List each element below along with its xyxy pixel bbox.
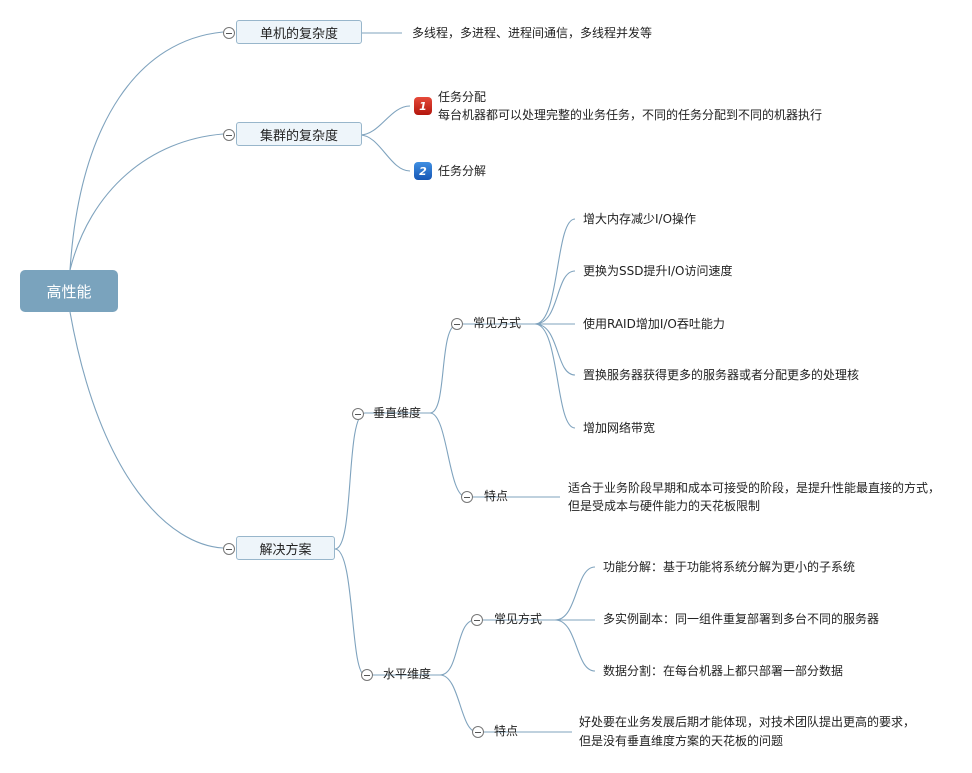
vertical-method-item: 使用RAID增加I/O吞吐能力 bbox=[583, 317, 725, 331]
priority-2-icon: 2 bbox=[414, 162, 432, 180]
vertical-method-item: 增加网络带宽 bbox=[583, 421, 656, 435]
node-cluster-complexity[interactable]: 集群的复杂度 bbox=[236, 122, 362, 146]
cluster-item-1-desc: 每台机器都可以处理完整的业务任务，不同的任务分配到不同的机器执行 bbox=[438, 108, 823, 122]
node-vertical[interactable]: 垂直维度 bbox=[373, 406, 422, 420]
collapse-toggle-vertical[interactable] bbox=[352, 408, 364, 420]
horizontal-method-item: 数据分割：在每台机器上都只部署一部分数据 bbox=[603, 664, 844, 678]
node-horizontal[interactable]: 水平维度 bbox=[383, 667, 432, 681]
node-horizontal-methods[interactable]: 常见方式 bbox=[494, 612, 543, 626]
priority-1-icon: 1 bbox=[414, 97, 432, 115]
vertical-features-line: 但是受成本与硬件能力的天花板限制 bbox=[568, 499, 761, 513]
collapse-toggle-horizontal-methods[interactable] bbox=[471, 614, 483, 626]
root-node[interactable]: 高性能 bbox=[20, 270, 118, 312]
node-horizontal-features[interactable]: 特点 bbox=[494, 724, 519, 738]
root-label: 高性能 bbox=[46, 282, 92, 301]
collapse-toggle-vertical-features[interactable] bbox=[461, 491, 473, 503]
node-solution[interactable]: 解决方案 bbox=[236, 536, 335, 560]
vertical-method-item: 增大内存减少I/O操作 bbox=[583, 212, 697, 226]
vertical-method-item: 更换为SSD提升I/O访问速度 bbox=[583, 264, 733, 278]
horizontal-method-item: 功能分解：基于功能将系统分解为更小的子系统 bbox=[603, 560, 856, 574]
collapse-toggle-vertical-methods[interactable] bbox=[451, 318, 463, 330]
node-vertical-features[interactable]: 特点 bbox=[484, 489, 509, 503]
vertical-features-line: 适合于业务阶段早期和成本可接受的阶段，是提升性能最直接的方式， bbox=[568, 481, 941, 495]
single-note: 多线程，多进程、进程间通信，多线程并发等 bbox=[412, 26, 653, 40]
collapse-toggle-horizontal-features[interactable] bbox=[472, 726, 484, 738]
node-cluster-label: 集群的复杂度 bbox=[259, 128, 338, 144]
node-single-label: 单机的复杂度 bbox=[259, 26, 338, 42]
node-solution-label: 解决方案 bbox=[259, 542, 312, 558]
node-single-complexity[interactable]: 单机的复杂度 bbox=[236, 20, 362, 44]
cluster-item-1-title: 任务分配 bbox=[438, 90, 487, 104]
horizontal-features-line: 但是没有垂直维度方案的天花板的问题 bbox=[579, 734, 784, 748]
cluster-item-2-title: 任务分解 bbox=[438, 164, 487, 178]
collapse-toggle-cluster[interactable] bbox=[223, 129, 235, 141]
horizontal-features-line: 好处要在业务发展后期才能体现，对技术团队提出更高的要求， bbox=[579, 715, 916, 729]
collapse-toggle-horizontal[interactable] bbox=[361, 669, 373, 681]
collapse-toggle-single[interactable] bbox=[223, 27, 235, 39]
collapse-toggle-solution[interactable] bbox=[223, 543, 235, 555]
horizontal-method-item: 多实例副本：同一组件重复部署到多台不同的服务器 bbox=[603, 612, 880, 626]
node-vertical-methods[interactable]: 常见方式 bbox=[473, 316, 522, 330]
vertical-method-item: 置换服务器获得更多的服务器或者分配更多的处理核 bbox=[583, 368, 860, 382]
